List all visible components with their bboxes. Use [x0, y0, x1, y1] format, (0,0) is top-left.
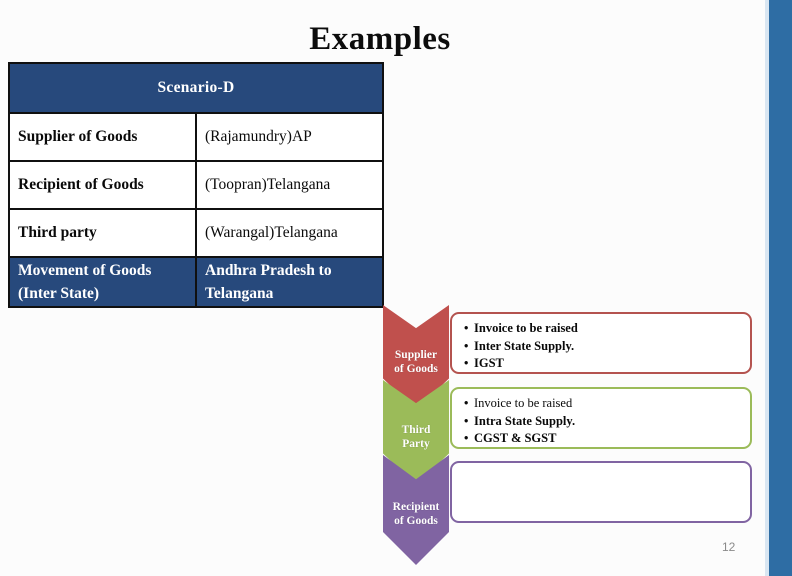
movement-label-line2: (Inter State) [18, 285, 100, 302]
chevron-third-party-label: Third Party [402, 423, 431, 451]
table-row-movement: Movement of Goods (Inter State) Andhra P… [8, 256, 384, 308]
table-cell-value: (Warangal)Telangana [195, 208, 384, 258]
table-row: Supplier of Goods (Rajamundry)AP [8, 112, 384, 162]
table-header-row: Scenario-D [8, 62, 384, 114]
flow-bullet-list-supplier: Invoice to be raised Inter State Supply.… [464, 320, 740, 373]
table-cell-label: Third party [8, 208, 197, 258]
table-cell-label-movement: Movement of Goods (Inter State) [8, 256, 197, 308]
table-row: Recipient of Goods (Toopran)Telangana [8, 160, 384, 210]
chevron-third-party-line1: Third [401, 423, 431, 436]
chevron-recipient-line2: of Goods [394, 515, 438, 527]
chevron-supplier-line1: Supplier [394, 348, 438, 361]
table-cell-label: Recipient of Goods [8, 160, 197, 210]
chevron-recipient-label: Recipient of Goods [393, 500, 440, 528]
movement-label-line1: Movement of Goods [18, 262, 152, 279]
list-item: IGST [464, 355, 740, 373]
scenario-table: Scenario-D Supplier of Goods (Rajamundry… [8, 62, 384, 308]
list-item: Invoice to be raised [464, 320, 740, 338]
chevron-third-party-line2: Party [402, 437, 430, 450]
page-number: 12 [722, 540, 736, 554]
movement-value-line2: Telangana [205, 285, 274, 302]
chevron-supplier-label: Supplier of Goods [394, 348, 438, 376]
process-flow-diagram: Supplier of Goods Third Party Recipient … [370, 300, 770, 576]
list-item: Inter State Supply. [464, 338, 740, 356]
table-cell-label: Supplier of Goods [8, 112, 197, 162]
list-item: Intra State Supply. [464, 413, 740, 431]
table-row: Third party (Warangal)Telangana [8, 208, 384, 258]
flow-callout-third-party: Invoice to be raised Intra State Supply.… [450, 387, 752, 449]
table-cell-value: (Rajamundry)AP [195, 112, 384, 162]
list-item: Invoice to be raised [464, 395, 740, 413]
flow-bullet-list-third-party: Invoice to be raised Intra State Supply.… [464, 395, 740, 448]
page-title: Examples [309, 21, 451, 57]
movement-value-line1: Andhra Pradesh to [205, 262, 332, 279]
chevron-recipient-line1: Recipient [392, 501, 440, 513]
table-header-scenario: Scenario-D [8, 62, 384, 114]
list-item: CGST & SGST [464, 430, 740, 448]
slide-accent-bar [769, 0, 792, 576]
table-cell-value-movement: Andhra Pradesh to Telangana [195, 256, 384, 308]
table-cell-value: (Toopran)Telangana [195, 160, 384, 210]
chevron-supplier-line2: of Goods [394, 362, 438, 375]
slide-accent-bar-light [765, 0, 769, 576]
flow-callout-recipient [450, 461, 752, 523]
flow-callout-supplier: Invoice to be raised Inter State Supply.… [450, 312, 752, 374]
